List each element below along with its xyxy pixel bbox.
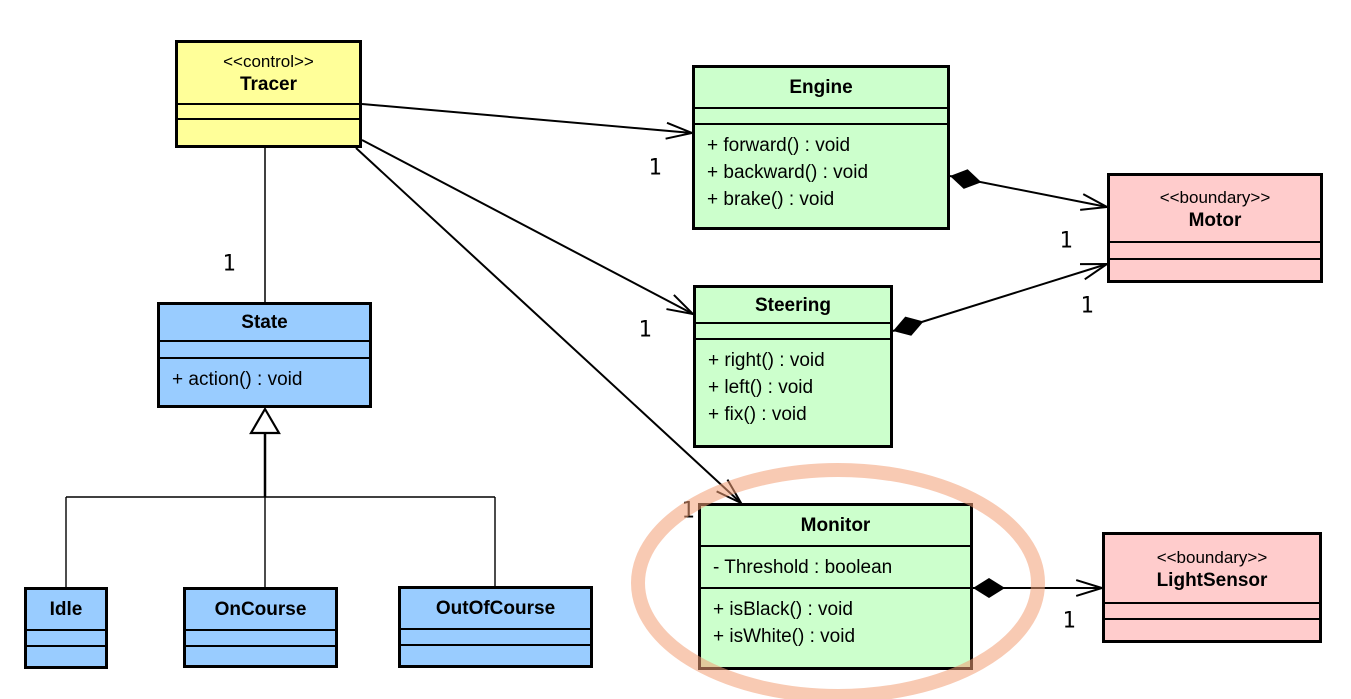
class-oncourse[interactable]: OnCourse xyxy=(183,587,338,668)
generalization-triangle-icon xyxy=(249,406,281,435)
motor-class-name: Motor xyxy=(1188,209,1242,231)
oncourse-methods-compartment xyxy=(186,645,335,665)
motor-methods-compartment xyxy=(1110,258,1320,280)
state-class-name: State xyxy=(241,312,288,333)
class-title-compartment: <<control>> Tracer xyxy=(178,43,359,103)
engine-class-name: Engine xyxy=(789,77,853,98)
class-steering[interactable]: Steering+ right() : void+ left() : void+… xyxy=(693,285,893,448)
class-title-compartment: Engine xyxy=(695,68,947,107)
engine-method: + backward() : void xyxy=(707,162,869,183)
monitor-method: + isBlack() : void xyxy=(713,599,853,620)
class-outofcourse[interactable]: OutOfCourse xyxy=(398,586,593,668)
multiplicity-tracer-steering: 1 xyxy=(638,317,652,343)
tracer-stereotype: <<control>> xyxy=(223,52,314,71)
lightsensor-methods-compartment xyxy=(1105,618,1319,640)
multiplicity-tracer-state: 1 xyxy=(222,251,236,277)
class-title-compartment: Steering xyxy=(696,288,890,322)
multiplicity-monitor-lightsensor: 1 xyxy=(1062,608,1076,634)
steering-method: + fix() : void xyxy=(708,404,807,425)
multiplicity-engine-motor: 1 xyxy=(1059,228,1073,254)
class-lightsensor[interactable]: <<boundary>>LightSensor xyxy=(1102,532,1322,643)
class-tracer[interactable]: <<control>> Tracer xyxy=(175,40,362,148)
tracer-class-name: Tracer xyxy=(239,74,298,95)
multiplicity-tracer-engine: 1 xyxy=(648,155,662,181)
outofcourse-class-name: OutOfCourse xyxy=(435,598,556,619)
tracer-attributes-compartment xyxy=(178,103,359,118)
idle-methods-compartment xyxy=(27,645,105,666)
tracer-methods-compartment xyxy=(178,118,359,145)
monitor-methods-compartment: + isBlack() : void + isWhite() : void xyxy=(701,587,970,667)
outofcourse-attributes-compartment xyxy=(401,628,590,644)
state-methods-compartment: + action() : void xyxy=(160,357,369,405)
monitor-attribute: - Threshold : boolean xyxy=(713,556,893,578)
class-title-compartment: OutOfCourse xyxy=(401,589,590,628)
motor-stereotype: <<boundary>> xyxy=(1159,187,1271,207)
steering-class-name: Steering xyxy=(754,294,832,316)
outofcourse-methods-compartment xyxy=(401,644,590,665)
class-idle[interactable]: Idle xyxy=(24,587,108,669)
class-title-compartment: <<boundary>>Motor xyxy=(1110,176,1320,241)
monitor-attributes-compartment: - Threshold : boolean xyxy=(701,545,970,587)
composition-diamond-icon xyxy=(973,578,1005,598)
idle-class-name: Idle xyxy=(49,599,83,620)
steering-method: + left() : void xyxy=(708,377,814,398)
steering-methods-compartment: + right() : void + left() : void + fix() :… xyxy=(696,338,890,445)
class-title-compartment: State xyxy=(160,305,369,340)
monitor-class-name: Monitor xyxy=(800,515,871,536)
idle-attributes-compartment xyxy=(27,629,105,645)
engine-attributes-compartment xyxy=(695,107,947,123)
motor-attributes-compartment xyxy=(1110,241,1320,258)
class-title-compartment: OnCourse xyxy=(186,590,335,629)
class-motor[interactable]: <<boundary>>Motor xyxy=(1107,173,1323,283)
oncourse-attributes-compartment xyxy=(186,629,335,645)
multiplicity-steering-motor: 1 xyxy=(1080,293,1094,319)
composition-diamond-icon xyxy=(950,169,982,189)
edge-tracer-steering xyxy=(361,139,694,315)
class-engine[interactable]: Engine + forward() : void + backward() : v… xyxy=(692,65,950,230)
lightsensor-stereotype: <<boundary>> xyxy=(1156,547,1268,567)
multiplicity-tracer-monitor: 1 xyxy=(681,498,695,524)
oncourse-class-name: OnCourse xyxy=(214,599,307,620)
lightsensor-attributes-compartment xyxy=(1105,602,1319,618)
state-method: + action() : void xyxy=(172,369,303,390)
state-attributes-compartment xyxy=(160,340,369,357)
engine-method: + forward() : void xyxy=(707,135,851,156)
lightsensor-class-name: LightSensor xyxy=(1156,569,1268,591)
engine-methods-compartment: + forward() : void + backward() : void + b… xyxy=(695,123,947,227)
composition-diamond-icon xyxy=(893,316,924,336)
engine-method: + brake() : void xyxy=(707,189,835,210)
open-arrowhead-icon xyxy=(666,294,696,316)
edge-steering-motor xyxy=(892,263,1108,332)
class-monitor[interactable]: Monitor - Threshold : boolean + isBlack() … xyxy=(698,503,973,670)
class-title-compartment: <<boundary>>LightSensor xyxy=(1105,535,1319,602)
steering-attributes-compartment xyxy=(696,322,890,338)
class-title-compartment: Idle xyxy=(27,590,105,629)
monitor-method: + isWhite() : void xyxy=(713,626,856,647)
class-title-compartment: Monitor xyxy=(701,506,970,545)
steering-method: + right() : void xyxy=(708,350,825,371)
edge-tracer-engine xyxy=(361,103,693,134)
class-state[interactable]: State + action() : void xyxy=(157,302,372,408)
edge-tracer-monitor xyxy=(355,147,742,504)
